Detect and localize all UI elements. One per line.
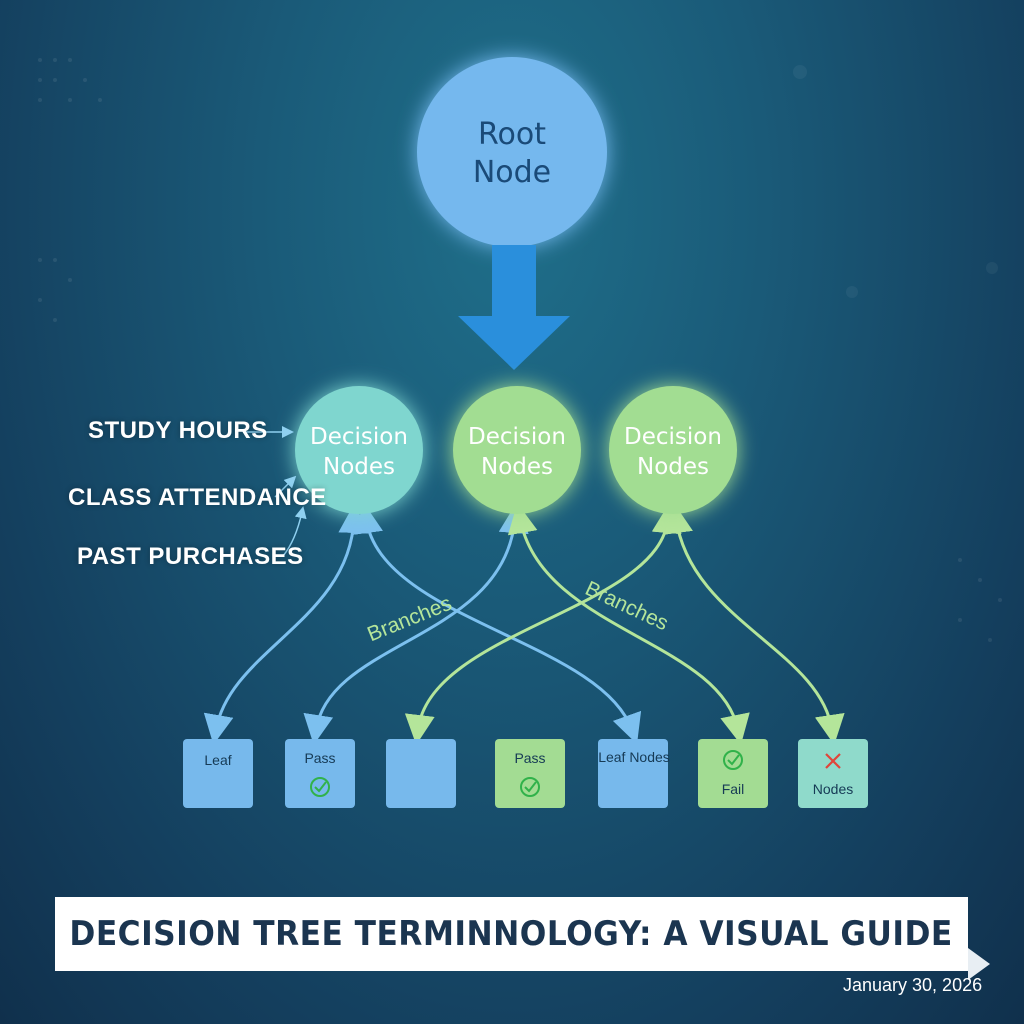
decision-node-label-line2: Nodes <box>481 454 553 480</box>
leaf-node: Leaf <box>183 739 253 808</box>
decision-node: Decision Nodes <box>295 386 423 514</box>
feature-label-past-purchases: PAST PURCHASES <box>77 543 304 570</box>
leaf-node: Fail <box>698 739 768 808</box>
root-down-arrow <box>458 245 570 370</box>
cross-icon <box>825 753 841 769</box>
decision-node: Decision Nodes <box>453 386 581 514</box>
decision-node-label-line1: Decision <box>468 424 566 450</box>
branch-connectors <box>203 503 845 745</box>
branch-curve <box>404 503 682 745</box>
branch-label: Branches <box>364 592 455 647</box>
root-node: Root Node <box>417 57 607 247</box>
leaf-label: Nodes <box>813 781 853 797</box>
leaf-label: Fail <box>722 781 745 797</box>
root-node-label-line2: Node <box>473 155 551 190</box>
decision-node-label-line1: Decision <box>310 424 408 450</box>
leaf-label: Leaf Nodes <box>598 749 670 765</box>
leaf-label: Leaf <box>204 752 231 768</box>
leaf-label: Pass <box>304 750 335 766</box>
check-icon <box>310 777 330 797</box>
branch-curve <box>663 503 845 745</box>
date-label: January 30, 2026 <box>843 975 983 995</box>
leaf-node: Nodes <box>798 739 868 808</box>
leaf-node: Leaf Nodes <box>598 739 670 808</box>
leaf-node <box>386 739 456 808</box>
leaf-node: Pass <box>495 739 565 808</box>
feature-label-class-attendance: CLASS ATTENDANCE <box>68 484 327 511</box>
leaf-label: Pass <box>514 750 545 766</box>
check-icon <box>723 750 743 770</box>
decision-node-label-line2: Nodes <box>323 454 395 480</box>
decision-node-label-line1: Decision <box>624 424 722 450</box>
decision-node-label-line2: Nodes <box>637 454 709 480</box>
decision-node: Decision Nodes <box>609 386 737 514</box>
title-banner: DECISION TREE TERMINNOLOGY: A VISUAL GUI… <box>55 897 968 971</box>
feature-pointer-arrow <box>274 475 297 498</box>
branch-curve <box>507 503 750 745</box>
banner-tab <box>968 948 990 980</box>
background-dots <box>38 58 1002 642</box>
feature-pointer-arrow <box>282 506 307 557</box>
root-node-label-line1: Root <box>478 117 546 152</box>
feature-pointers <box>243 426 307 557</box>
page-title: DECISION TREE TERMINNOLOGY: A VISUAL GUI… <box>69 914 954 954</box>
leaf-node: Pass <box>285 739 355 808</box>
branch-label: Branches <box>582 577 672 635</box>
check-icon <box>520 777 540 797</box>
feature-label-study-hours: STUDY HOURS <box>88 417 268 444</box>
